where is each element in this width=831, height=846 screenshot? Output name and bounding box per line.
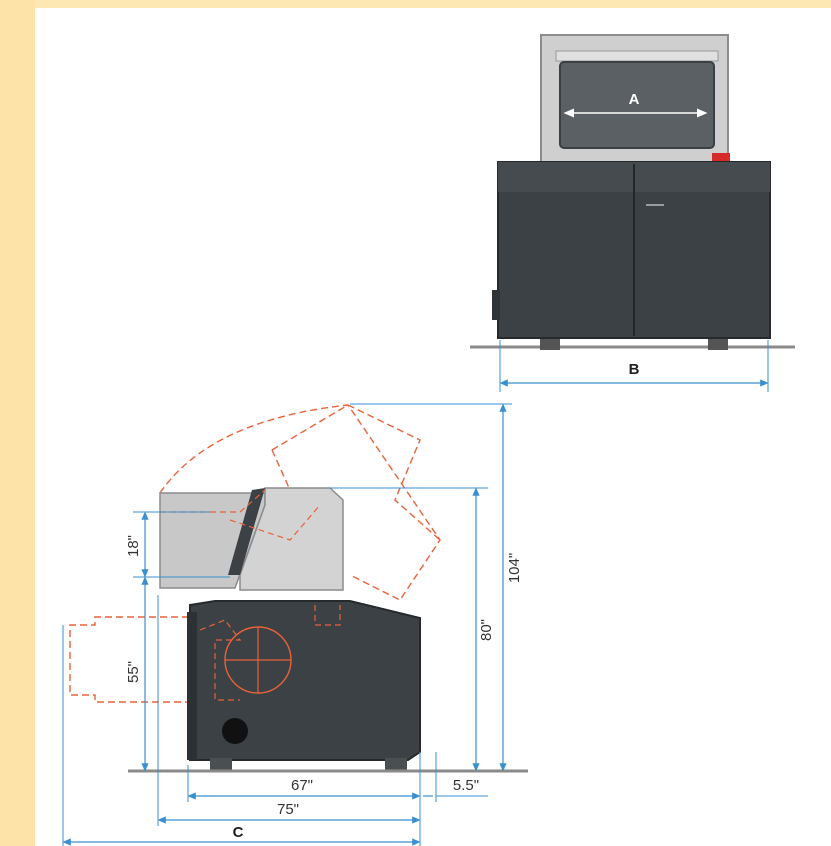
dim-hopper-height-label: 18" [125,535,142,557]
dim-total-length-label: 75" [277,801,299,818]
front-foot-right [708,336,728,350]
phantom-screen [199,619,242,701]
dim-open-height-label: 104" [506,553,523,583]
phantom-hopper-lid [271,404,441,541]
front-hopper-lip [555,50,719,62]
side-foot-right [385,758,407,770]
dimension-a-label: A [629,91,640,108]
front-side-port [492,290,500,320]
dim-body-height-label: 55" [125,661,142,683]
left-margin-strip [0,0,35,846]
side-hopper-frame-bar [228,488,265,575]
front-hopper-opening [559,61,715,149]
phantom-conveyor [69,616,200,703]
side-foot-left [210,758,232,770]
phantom-cutting-chamber [314,605,341,626]
front-foot-left [540,336,560,350]
dim-overall-height-label: 80" [478,619,495,641]
dim-body-length-label: 67" [291,777,313,794]
front-view: A B [470,34,795,392]
side-outlet-port [222,718,248,744]
side-view: 18" 55" 80" 104" 67" 5.5" [62,403,528,846]
dim-c-label: C [233,824,244,841]
top-margin-strip [35,0,831,8]
dim-offset-label: 5.5" [453,777,479,794]
side-body-front-panel [187,612,197,760]
dimension-b-label: B [629,361,640,378]
phantom-hopper-inner [160,489,321,541]
